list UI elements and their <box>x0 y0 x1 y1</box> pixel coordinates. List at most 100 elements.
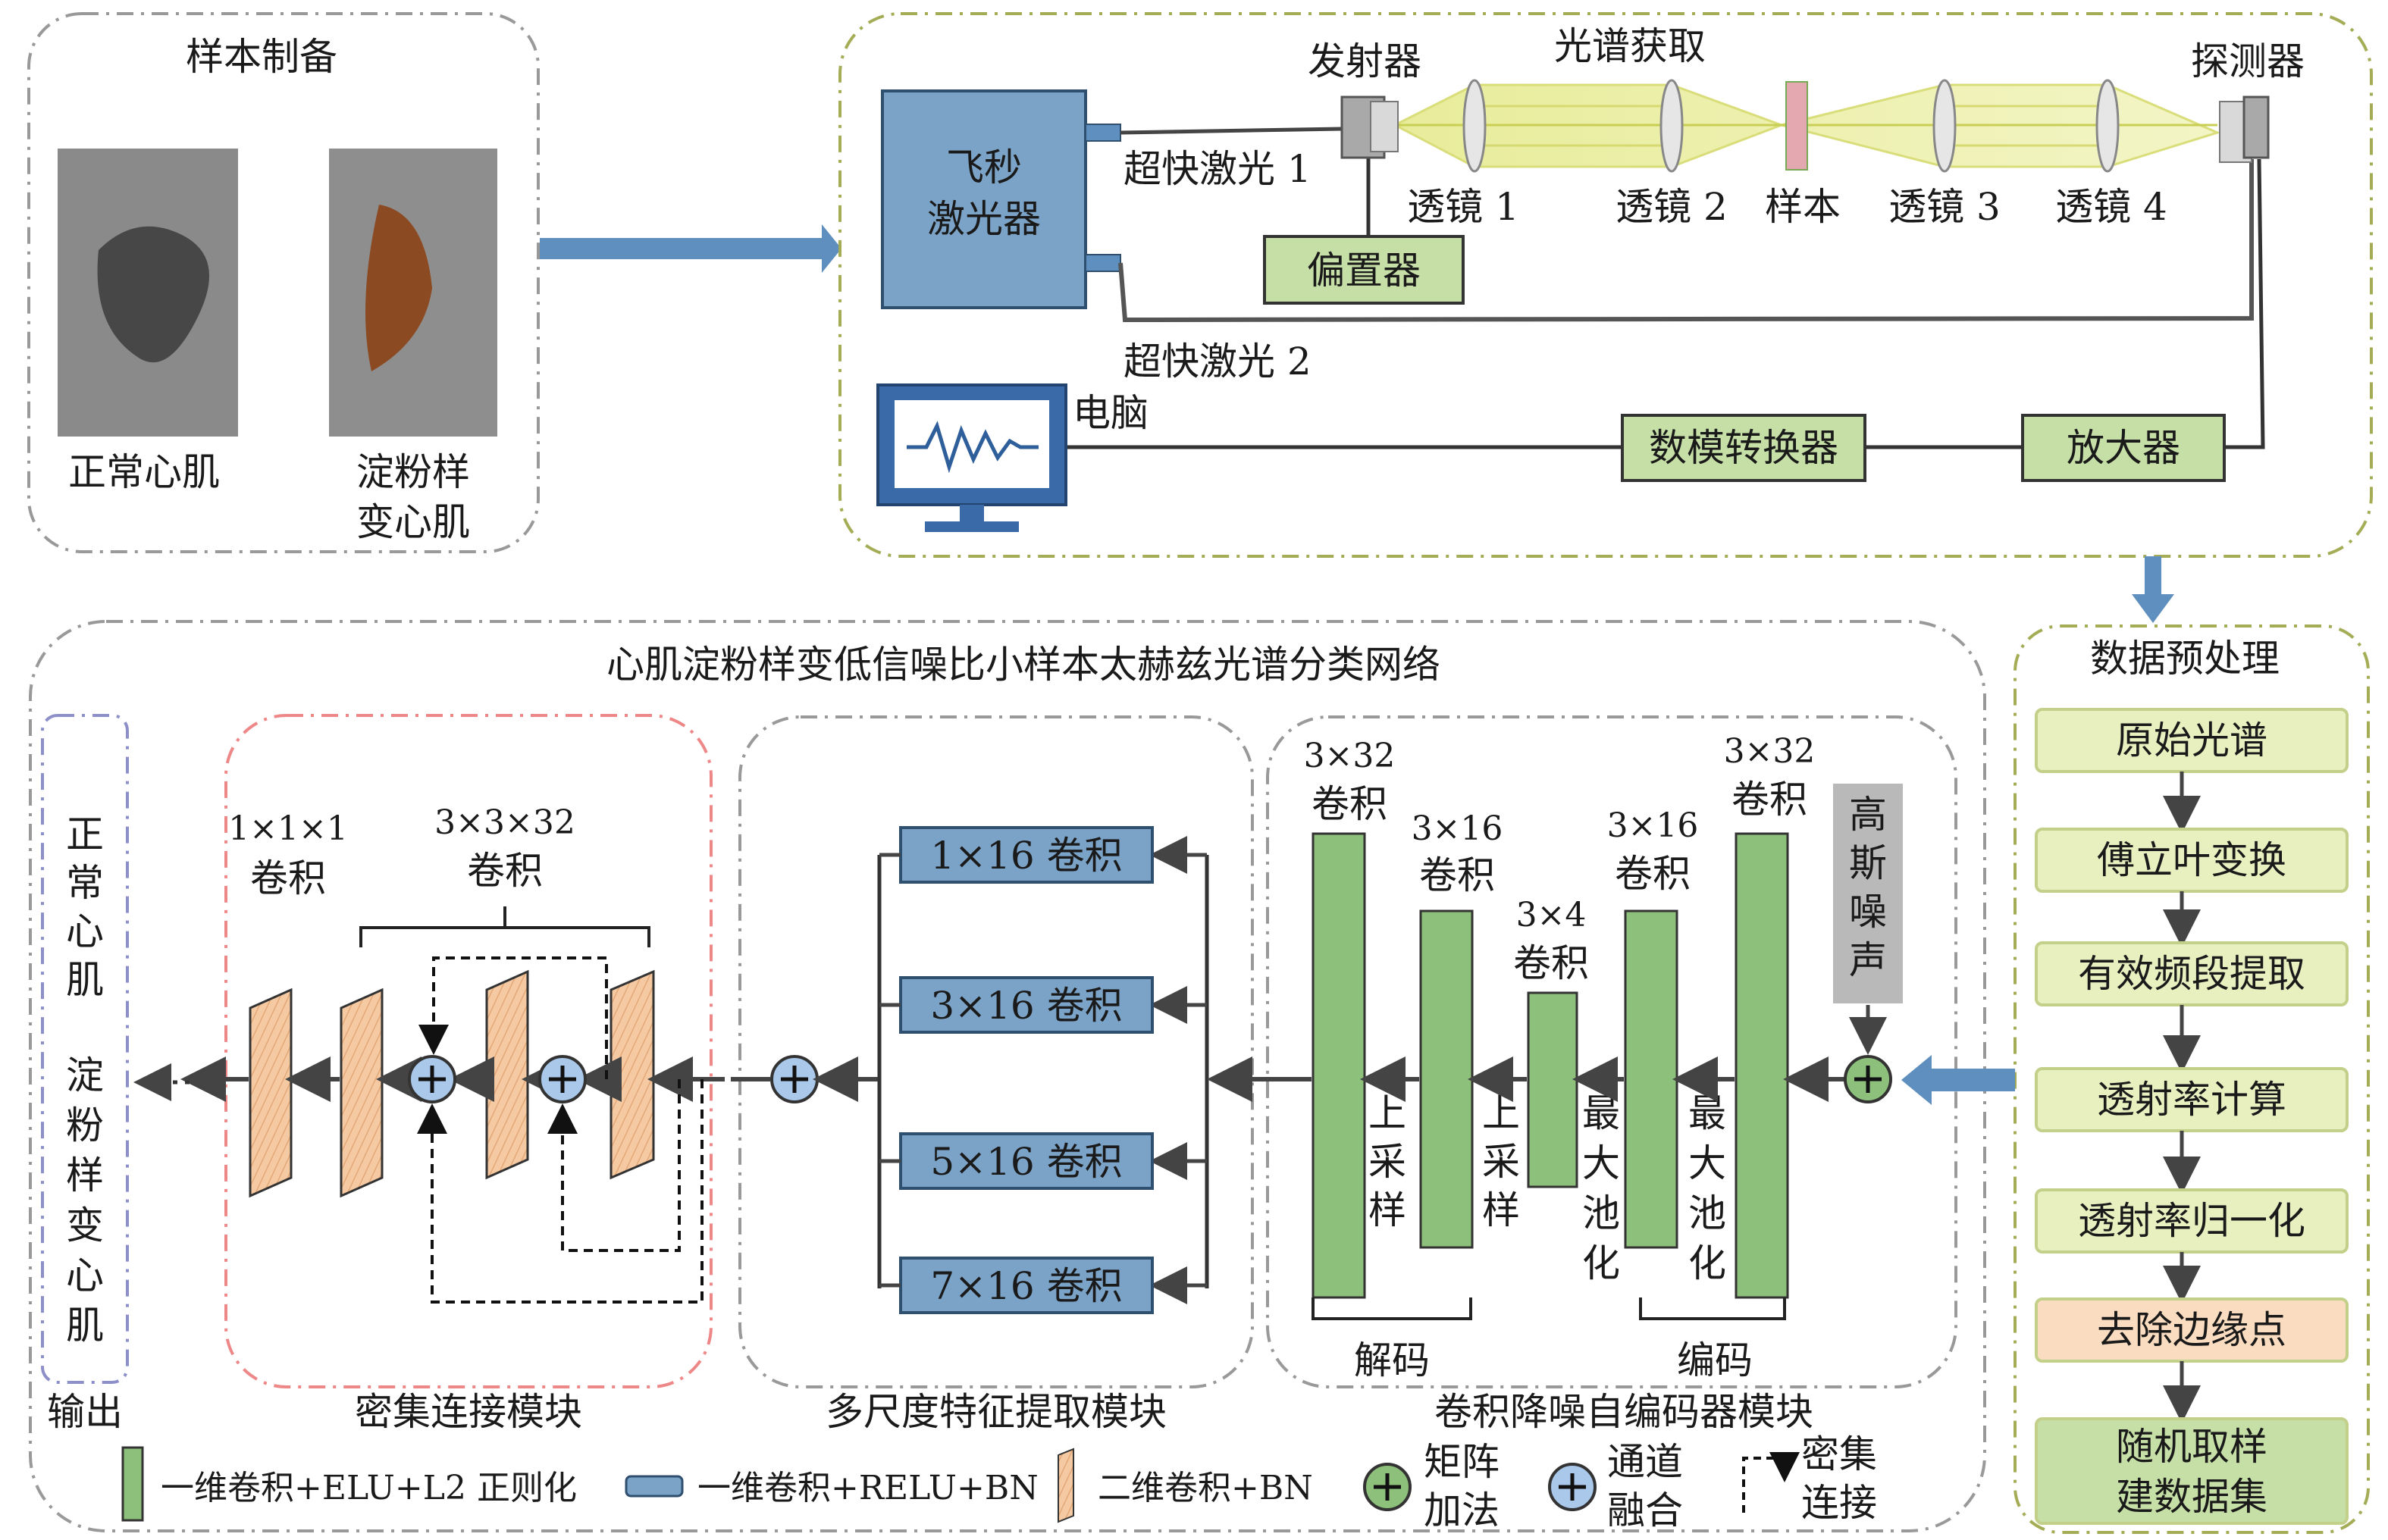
conv2d-block-1 <box>249 988 293 1198</box>
sample-prep-title: 样本制备 <box>186 35 337 79</box>
preprocess-step-box <box>2035 1188 2349 1254</box>
lens-2 <box>1659 79 1684 173</box>
dense-conv2-brace <box>359 906 650 947</box>
sample-label: 样本 <box>1765 185 1841 229</box>
preprocess-step-label: 透射率归一化 <box>2078 1199 2305 1243</box>
conv2d-block-4 <box>610 969 655 1180</box>
ms-conv-block <box>899 976 1154 1034</box>
output-amyloid-char: 心 <box>66 1254 104 1297</box>
dense-conv2-label: 卷积 <box>467 849 543 893</box>
normal-sample-label: 正常心肌 <box>68 450 220 494</box>
legend-blue-swatch <box>625 1475 684 1498</box>
maxpool-1-char: 池 <box>1582 1191 1620 1235</box>
output-normal-char: 常 <box>66 861 104 905</box>
autoencoder-module-title: 卷积降噪自编码器模块 <box>1434 1390 1813 1434</box>
matrix-add-node-2 <box>538 1055 587 1103</box>
ae-conv5-label: 卷积 <box>1731 778 1807 822</box>
ms-conv-block <box>899 1132 1154 1190</box>
laser-port-2 <box>1085 254 1121 272</box>
legend-channel-fuse-icon <box>1548 1463 1597 1511</box>
ae-conv1-label: 卷积 <box>1312 782 1387 826</box>
multiscale-module-box <box>738 715 1254 1388</box>
preprocess-title: 数据预处理 <box>2090 637 2280 681</box>
ae-conv3-label: 卷积 <box>1513 941 1589 985</box>
ae-conv4-dim: 3×16 <box>1607 806 1699 845</box>
legend-channel-fuse-2: 融合 <box>1607 1488 1683 1532</box>
lens2-label: 透镜 2 <box>1616 185 1728 229</box>
noise-char: 噪 <box>1849 890 1887 934</box>
dense-skip-3 <box>547 1079 681 1252</box>
ae-conv5-dim: 3×32 <box>1724 732 1816 771</box>
legend-matrix-add-icon <box>1363 1463 1412 1511</box>
dense-skip-1 <box>418 956 608 1079</box>
dense-module-title: 密集连接模块 <box>355 1390 582 1434</box>
preprocess-step-label: 随机取样 <box>2116 1425 2267 1469</box>
ae-conv4-label: 卷积 <box>1615 852 1691 896</box>
lens4-label: 透镜 4 <box>2055 185 2167 229</box>
acquisition-panel: 飞秒 激光器 超快激光 1 超快激光 2 发射器 光谱获取 <box>838 12 2373 558</box>
multiscale-module-title: 多尺度特征提取模块 <box>826 1390 1167 1434</box>
legend-green-swatch <box>121 1446 144 1522</box>
laser-port-1 <box>1085 124 1121 142</box>
output-normal-char: 正 <box>66 812 104 856</box>
emitter-device <box>1340 95 1399 159</box>
preprocess-step-label: 傅立叶变换 <box>2097 838 2286 882</box>
output-normal-char: 肌 <box>66 958 104 1002</box>
legend-matrix-add-1: 矩阵 <box>1424 1440 1500 1484</box>
encode-label: 编码 <box>1677 1338 1753 1382</box>
preprocess-step-box <box>2035 1297 2349 1363</box>
autoencoder-module-box <box>1266 715 1957 1388</box>
dense-conv1-dim: 1×1×1 <box>228 809 348 848</box>
amyloid-sample-label-1: 淀粉样 <box>356 450 470 494</box>
upsample-1-char: 样 <box>1368 1188 1406 1232</box>
preprocess-step-box <box>2035 708 2349 773</box>
maxpool-2-char: 最 <box>1688 1091 1726 1135</box>
legend-matrix-add-2: 加法 <box>1424 1488 1500 1532</box>
dense-conv1-label: 卷积 <box>250 856 326 900</box>
amplifier-box <box>2021 414 2226 482</box>
lens-3 <box>1932 79 1957 173</box>
noise-char: 声 <box>1849 938 1887 982</box>
acquisition-to-preprocess-arrow <box>2132 556 2174 623</box>
amplifier-label: 放大器 <box>2067 426 2180 470</box>
output-normal-char: 心 <box>66 909 104 953</box>
matrix-add-node-1 <box>408 1055 456 1103</box>
preprocess-panel: 数据预处理 原始光谱傅立叶变换有效频段提取透射率计算透射率归一化去除边缘点随机取… <box>2014 624 2370 1534</box>
noise-char: 斯 <box>1849 841 1887 885</box>
legend-dense-conn-1: 密集 <box>1801 1432 1877 1476</box>
preprocess-step-label: 有效频段提取 <box>2078 952 2305 996</box>
lens1-label: 透镜 1 <box>1407 185 1519 229</box>
legend-conv2d-bn: 二维卷积+BN <box>1098 1469 1313 1507</box>
output-amyloid-char: 粉 <box>66 1103 104 1147</box>
upsample-2-char: 样 <box>1482 1188 1520 1232</box>
preprocess-to-network-arrow <box>1901 1055 2015 1105</box>
legend-channel-fuse-1: 通道 <box>1607 1440 1683 1484</box>
preprocess-step-label: 建数据集 <box>2116 1475 2267 1519</box>
output-amyloid-char: 变 <box>66 1204 104 1247</box>
pulse2-wire <box>1118 159 2254 323</box>
noise-add-node <box>1844 1055 1892 1103</box>
laser-label-2: 激光器 <box>927 197 1041 241</box>
detector-to-amp-wire <box>2225 158 2265 449</box>
output-label: 输出 <box>47 1390 123 1434</box>
output-box <box>41 714 129 1384</box>
bias-box <box>1263 235 1465 305</box>
pulse2-label: 超快激光 2 <box>1123 340 1312 383</box>
amyloid-tissue-shape <box>365 205 432 371</box>
channel-fuse-node <box>770 1055 819 1103</box>
preprocess-final-box <box>2035 1417 2349 1525</box>
pulse1-label: 超快激光 1 <box>1123 147 1312 191</box>
output-normal-label: 正常心肌 <box>66 812 104 1002</box>
ae-conv-5 <box>1735 832 1789 1299</box>
legend-dense-conn-icon <box>1742 1452 1800 1513</box>
lens-1 <box>1462 79 1487 173</box>
maxpool-2-char: 化 <box>1688 1241 1726 1285</box>
lens3-label: 透镜 3 <box>1888 185 2001 229</box>
upsample-label-1: 上采样 <box>1368 1091 1406 1232</box>
legend-conv1d-relu: 一维卷积+RELU+BN <box>697 1469 1039 1507</box>
